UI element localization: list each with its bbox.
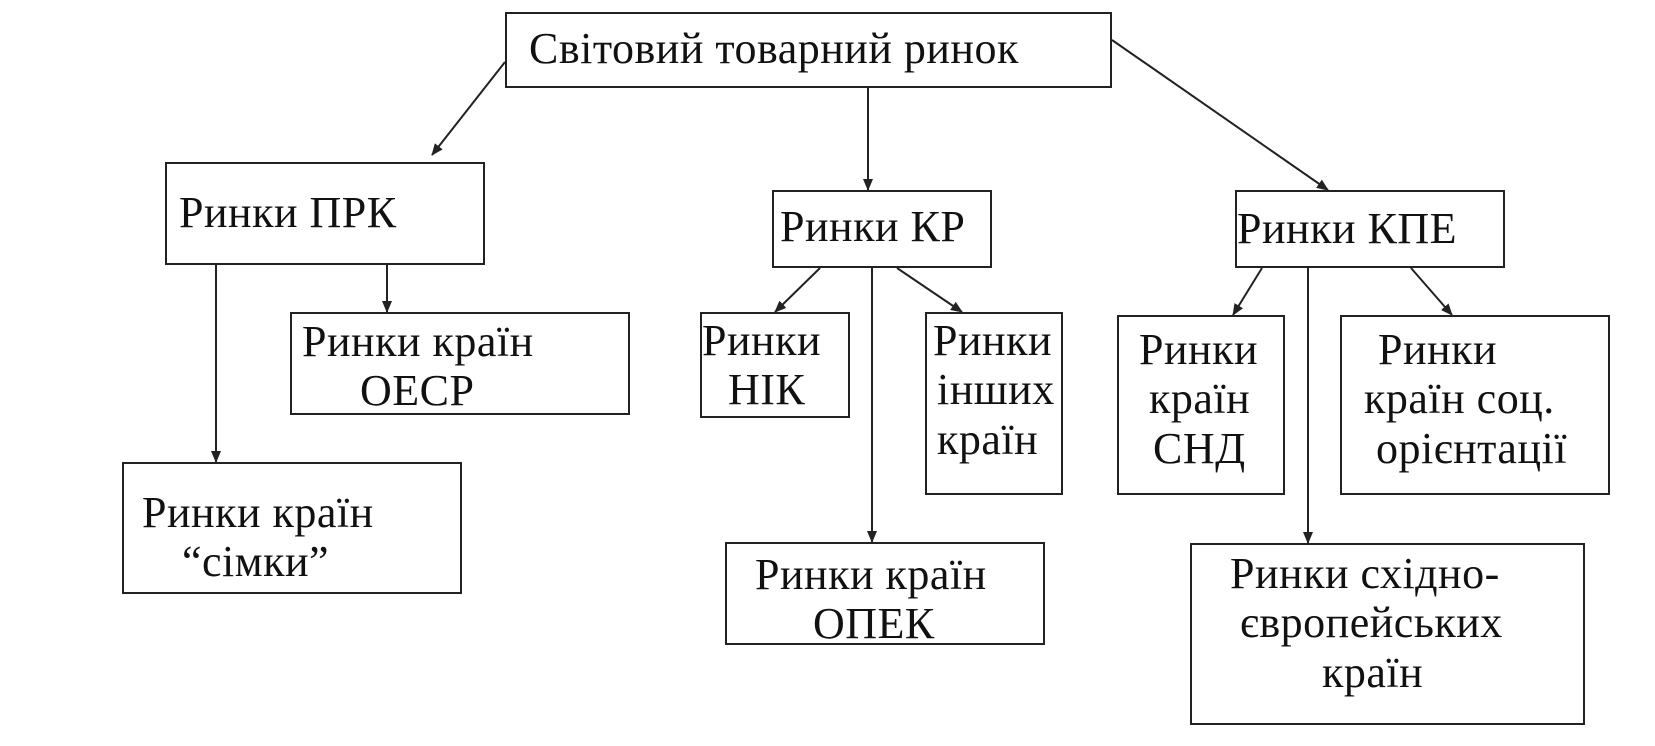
node-label-line-1: Ринки країн — [302, 317, 534, 366]
node-cis-markets: Ринки країн СНД — [1117, 315, 1285, 495]
node-label-line-1: Ринки країн — [755, 550, 987, 599]
node-other-countries-markets: Ринки інших країн — [925, 312, 1063, 495]
node-label-line-2: ОПЕК — [813, 599, 935, 649]
node-label-line-2: країн соц. — [1364, 374, 1555, 424]
node-label-line-3: країн — [937, 414, 1039, 464]
node-label: Ринки ПРК — [179, 188, 397, 237]
arrow-kpe-to-social — [1410, 267, 1453, 316]
node-eastern-european-markets: Ринки східно- європейських країн — [1190, 543, 1585, 725]
arrow-root-to-kpe — [1111, 39, 1329, 191]
arrow-kr-to-other — [896, 267, 963, 313]
node-nic-markets: Ринки НІК — [700, 312, 850, 418]
node-label-line-2: НІК — [728, 365, 806, 415]
node-social-orientation-markets: Ринки країн соц. орієнтації — [1340, 315, 1610, 495]
node-label-line-1: Ринки східно- — [1230, 549, 1500, 598]
node-world-commodity-market: Світовий товарний ринок — [505, 12, 1112, 88]
node-kr-markets: Ринки КР — [772, 190, 992, 268]
node-prk-markets: Ринки ПРК — [165, 162, 485, 265]
node-label-line-2: європейських — [1240, 598, 1503, 648]
node-label-line-3: країн — [1322, 647, 1424, 697]
arrow-kr-to-nic — [774, 267, 821, 313]
node-label-line-1: Ринки — [933, 316, 1052, 365]
arrow-root-to-prk — [431, 61, 506, 156]
node-seven-markets: Ринки країн “сімки” — [122, 462, 462, 594]
node-label: Світовий товарний ринок — [529, 24, 1019, 73]
node-label-line-2: ОЕСР — [360, 366, 475, 416]
node-label-line-1: Ринки — [1139, 325, 1258, 374]
node-label: Ринки КР — [780, 202, 966, 251]
node-oecd-markets: Ринки країн ОЕСР — [290, 312, 630, 415]
node-label-line-3: СНД — [1153, 423, 1246, 473]
node-opec-markets: Ринки країн ОПЕК — [725, 542, 1045, 649]
node-label-line-3: орієнтації — [1376, 423, 1567, 473]
node-label-line-1: Ринки — [702, 316, 821, 365]
node-label-line-2: “сімки” — [182, 537, 330, 587]
node-label-line-2: країн — [1149, 374, 1251, 424]
node-label-line-2: інших — [937, 365, 1055, 415]
node-label-line-1: Ринки країн — [142, 488, 374, 537]
node-label-line-1: Ринки — [1378, 325, 1497, 374]
node-label: Ринки КПЕ — [1237, 204, 1457, 253]
arrow-kpe-to-cis — [1232, 267, 1263, 316]
node-kpe-markets: Ринки КПЕ — [1235, 190, 1505, 268]
